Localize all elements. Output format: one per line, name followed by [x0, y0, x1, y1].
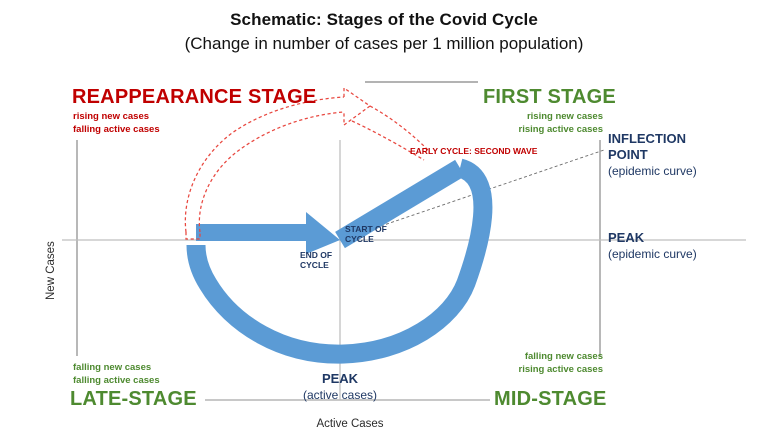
page-subtitle: (Change in number of cases per 1 million… — [184, 34, 584, 53]
start-of-cycle-line2: CYCLE — [345, 234, 374, 244]
quadrant-label-first-stage: FIRST STAGE — [483, 86, 616, 108]
inflection-pointer-line — [339, 149, 605, 241]
quadrant-note-mid-stage-2: rising active cases — [518, 364, 604, 375]
cycle-arrowhead — [306, 212, 340, 254]
quadrant-label-mid-stage: MID-STAGE — [494, 388, 607, 410]
peak-epidemic-title: PEAK — [608, 230, 645, 245]
quadrant-note-first-stage-1: rising new cases — [526, 111, 603, 122]
peak-active-title: PEAK — [321, 371, 359, 386]
quadrant-note-mid-stage-1: falling new cases — [524, 351, 603, 362]
second-wave-arrow — [184, 86, 429, 240]
quadrant-note-reappearance-1: rising new cases — [73, 111, 150, 122]
inflection-point-caption: (epidemic curve) — [608, 164, 697, 178]
end-of-cycle-line1: END OF — [300, 250, 333, 260]
quadrant-note-reappearance-2: falling active cases — [73, 124, 160, 135]
quadrant-note-first-stage-2: rising active cases — [518, 124, 604, 135]
covid-cycle-arrow — [186, 158, 493, 364]
inflection-point-title-line2: POINT — [608, 147, 648, 162]
quadrant-note-late-stage-1: falling new cases — [73, 362, 152, 373]
quadrant-label-reappearance: REAPPEARANCE STAGE — [72, 86, 317, 108]
peak-epidemic-caption: (epidemic curve) — [608, 247, 697, 261]
page-title: Schematic: Stages of the Covid Cycle — [230, 10, 538, 29]
x-axis-label: Active Cases — [316, 418, 384, 430]
y-axis-label: New Cases — [45, 241, 57, 300]
quadrant-label-late-stage: LATE-STAGE — [70, 388, 197, 410]
quadrant-note-late-stage-2: falling active cases — [73, 375, 160, 386]
peak-active-caption: (active cases) — [302, 388, 378, 402]
inflection-point-title-line1: INFLECTION — [608, 131, 686, 146]
second-wave-label: EARLY CYCLE: SECOND WAVE — [410, 146, 538, 156]
cycle-return-shaft — [196, 224, 308, 241]
start-of-cycle-line1: START OF — [345, 224, 387, 234]
end-of-cycle-line2: CYCLE — [300, 260, 329, 270]
